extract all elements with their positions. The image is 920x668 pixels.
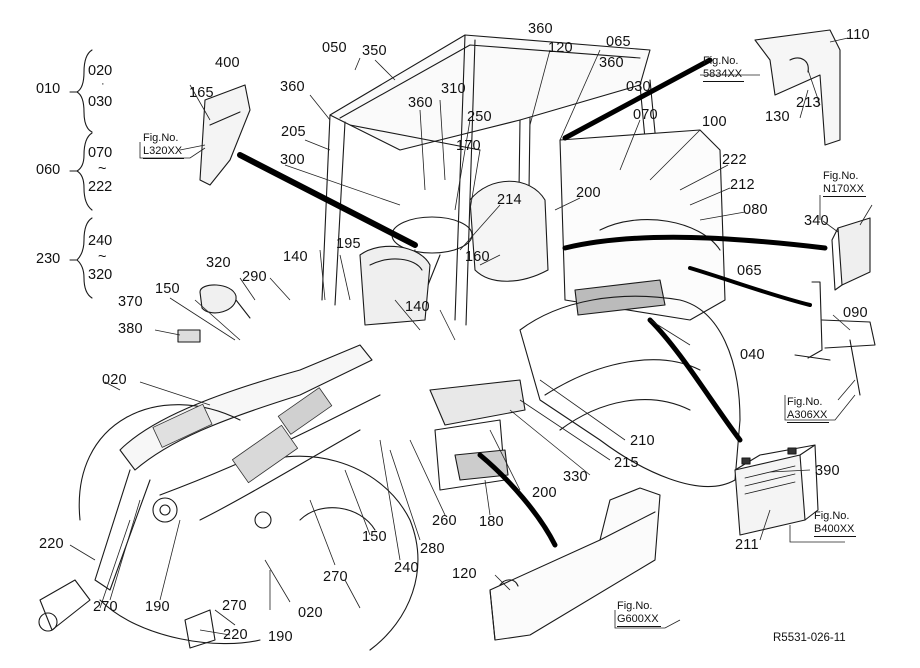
part-label: 380 — [118, 321, 143, 337]
figure-ref-number: N170XX — [823, 183, 866, 197]
part-label: 280 — [420, 541, 445, 557]
drawing-reference: R5531-026-11 — [773, 632, 846, 644]
part-label: 165 — [189, 85, 214, 101]
figure-ref-number: B400XX — [814, 523, 857, 537]
figure-ref-label: Fig.No. — [617, 600, 653, 612]
group-key-070: 070 — [88, 145, 113, 161]
part-label: 300 — [280, 152, 305, 168]
part-label: 360 — [280, 79, 305, 95]
part-label: 190 — [145, 599, 170, 615]
part-label: 270 — [93, 599, 118, 615]
part-label: 214 — [497, 192, 522, 208]
figure-ref-label: Fig.No. — [787, 396, 823, 408]
part-label: 213 — [796, 95, 821, 111]
part-label: 250 — [467, 109, 492, 125]
figure-ref-number: 5834XX — [703, 68, 745, 82]
figure-ref-N170XX: Fig.No. N170XX — [823, 170, 866, 197]
part-label: 360 — [528, 21, 553, 37]
part-label: 340 — [804, 213, 829, 229]
part-label: 020 — [102, 372, 127, 388]
part-label: 030 — [626, 79, 651, 95]
part-label: 270 — [222, 598, 247, 614]
part-label: 290 — [242, 269, 267, 285]
group-key-222: 222 — [88, 179, 113, 195]
part-label: 100 — [702, 114, 727, 130]
group-key-010: 010 — [36, 81, 61, 97]
part-label: 050 — [322, 40, 347, 56]
part-label: 150 — [362, 529, 387, 545]
part-label: 160 — [465, 249, 490, 265]
part-label: 390 — [815, 463, 840, 479]
figure-ref-label: Fig.No. — [823, 170, 859, 182]
part-label: 200 — [532, 485, 557, 501]
figure-ref-B400XX: Fig.No. B400XX — [814, 510, 857, 537]
part-label: 080 — [743, 202, 768, 218]
part-label: 200 — [576, 185, 601, 201]
part-label: 140 — [405, 299, 430, 315]
group-key-030: 030 — [88, 94, 113, 110]
figure-ref-number: L320XX — [143, 145, 185, 159]
part-label: 360 — [599, 55, 624, 71]
figure-ref-5834XX: Fig.No. 5834XX — [703, 55, 745, 82]
part-label: 140 — [283, 249, 308, 265]
part-label: 220 — [223, 627, 248, 643]
part-label: 240 — [394, 560, 419, 576]
part-label: 350 — [362, 43, 387, 59]
part-label: 130 — [765, 109, 790, 125]
part-label: 320 — [206, 255, 231, 271]
part-label: 195 — [336, 236, 361, 252]
group-key-320: 320 — [88, 267, 113, 283]
part-label: 212 — [730, 177, 755, 193]
part-label: 070 — [633, 107, 658, 123]
part-label: 260 — [432, 513, 457, 529]
part-label: 205 — [281, 124, 306, 140]
group-key-230: 230 — [36, 251, 61, 267]
part-label: 120 — [548, 40, 573, 56]
part-label: 330 — [563, 469, 588, 485]
group-key-240: 240 — [88, 233, 113, 249]
figure-ref-L320XX: Fig.No. L320XX — [143, 132, 185, 159]
figure-ref-number: A306XX — [787, 409, 830, 423]
part-label: 370 — [118, 294, 143, 310]
part-label: 180 — [479, 514, 504, 530]
part-label: 222 — [722, 152, 747, 168]
part-label: 170 — [456, 138, 481, 154]
part-label: 065 — [737, 263, 762, 279]
group-key-060: 060 — [36, 162, 61, 178]
part-label: 270 — [323, 569, 348, 585]
part-label: 040 — [740, 347, 765, 363]
figure-ref-G600XX: Fig.No. G600XX — [617, 600, 661, 627]
part-label: 215 — [614, 455, 639, 471]
group-key-020: 020 — [88, 63, 113, 79]
part-label: 211 — [735, 537, 759, 553]
part-label: 400 — [215, 55, 240, 71]
part-label: 310 — [441, 81, 466, 97]
part-label: 065 — [606, 34, 631, 50]
part-label: 120 — [452, 566, 477, 582]
part-label: 150 — [155, 281, 180, 297]
group-key-separator: ~ — [98, 249, 107, 265]
part-label: 210 — [630, 433, 655, 449]
figure-ref-label: Fig.No. — [143, 132, 179, 144]
figure-ref-label: Fig.No. — [814, 510, 850, 522]
part-label: 020 — [298, 605, 323, 621]
part-label: 220 — [39, 536, 64, 552]
figure-ref-number: G600XX — [617, 613, 661, 627]
figure-ref-A306XX: Fig.No. A306XX — [787, 396, 830, 423]
figure-ref-label: Fig.No. — [703, 55, 739, 67]
group-key-separator: · — [101, 78, 105, 90]
part-label: 190 — [268, 629, 293, 645]
part-label: 090 — [843, 305, 868, 321]
part-label: 360 — [408, 95, 433, 111]
part-label: 110 — [846, 27, 870, 43]
group-key-separator: ~ — [98, 161, 107, 177]
